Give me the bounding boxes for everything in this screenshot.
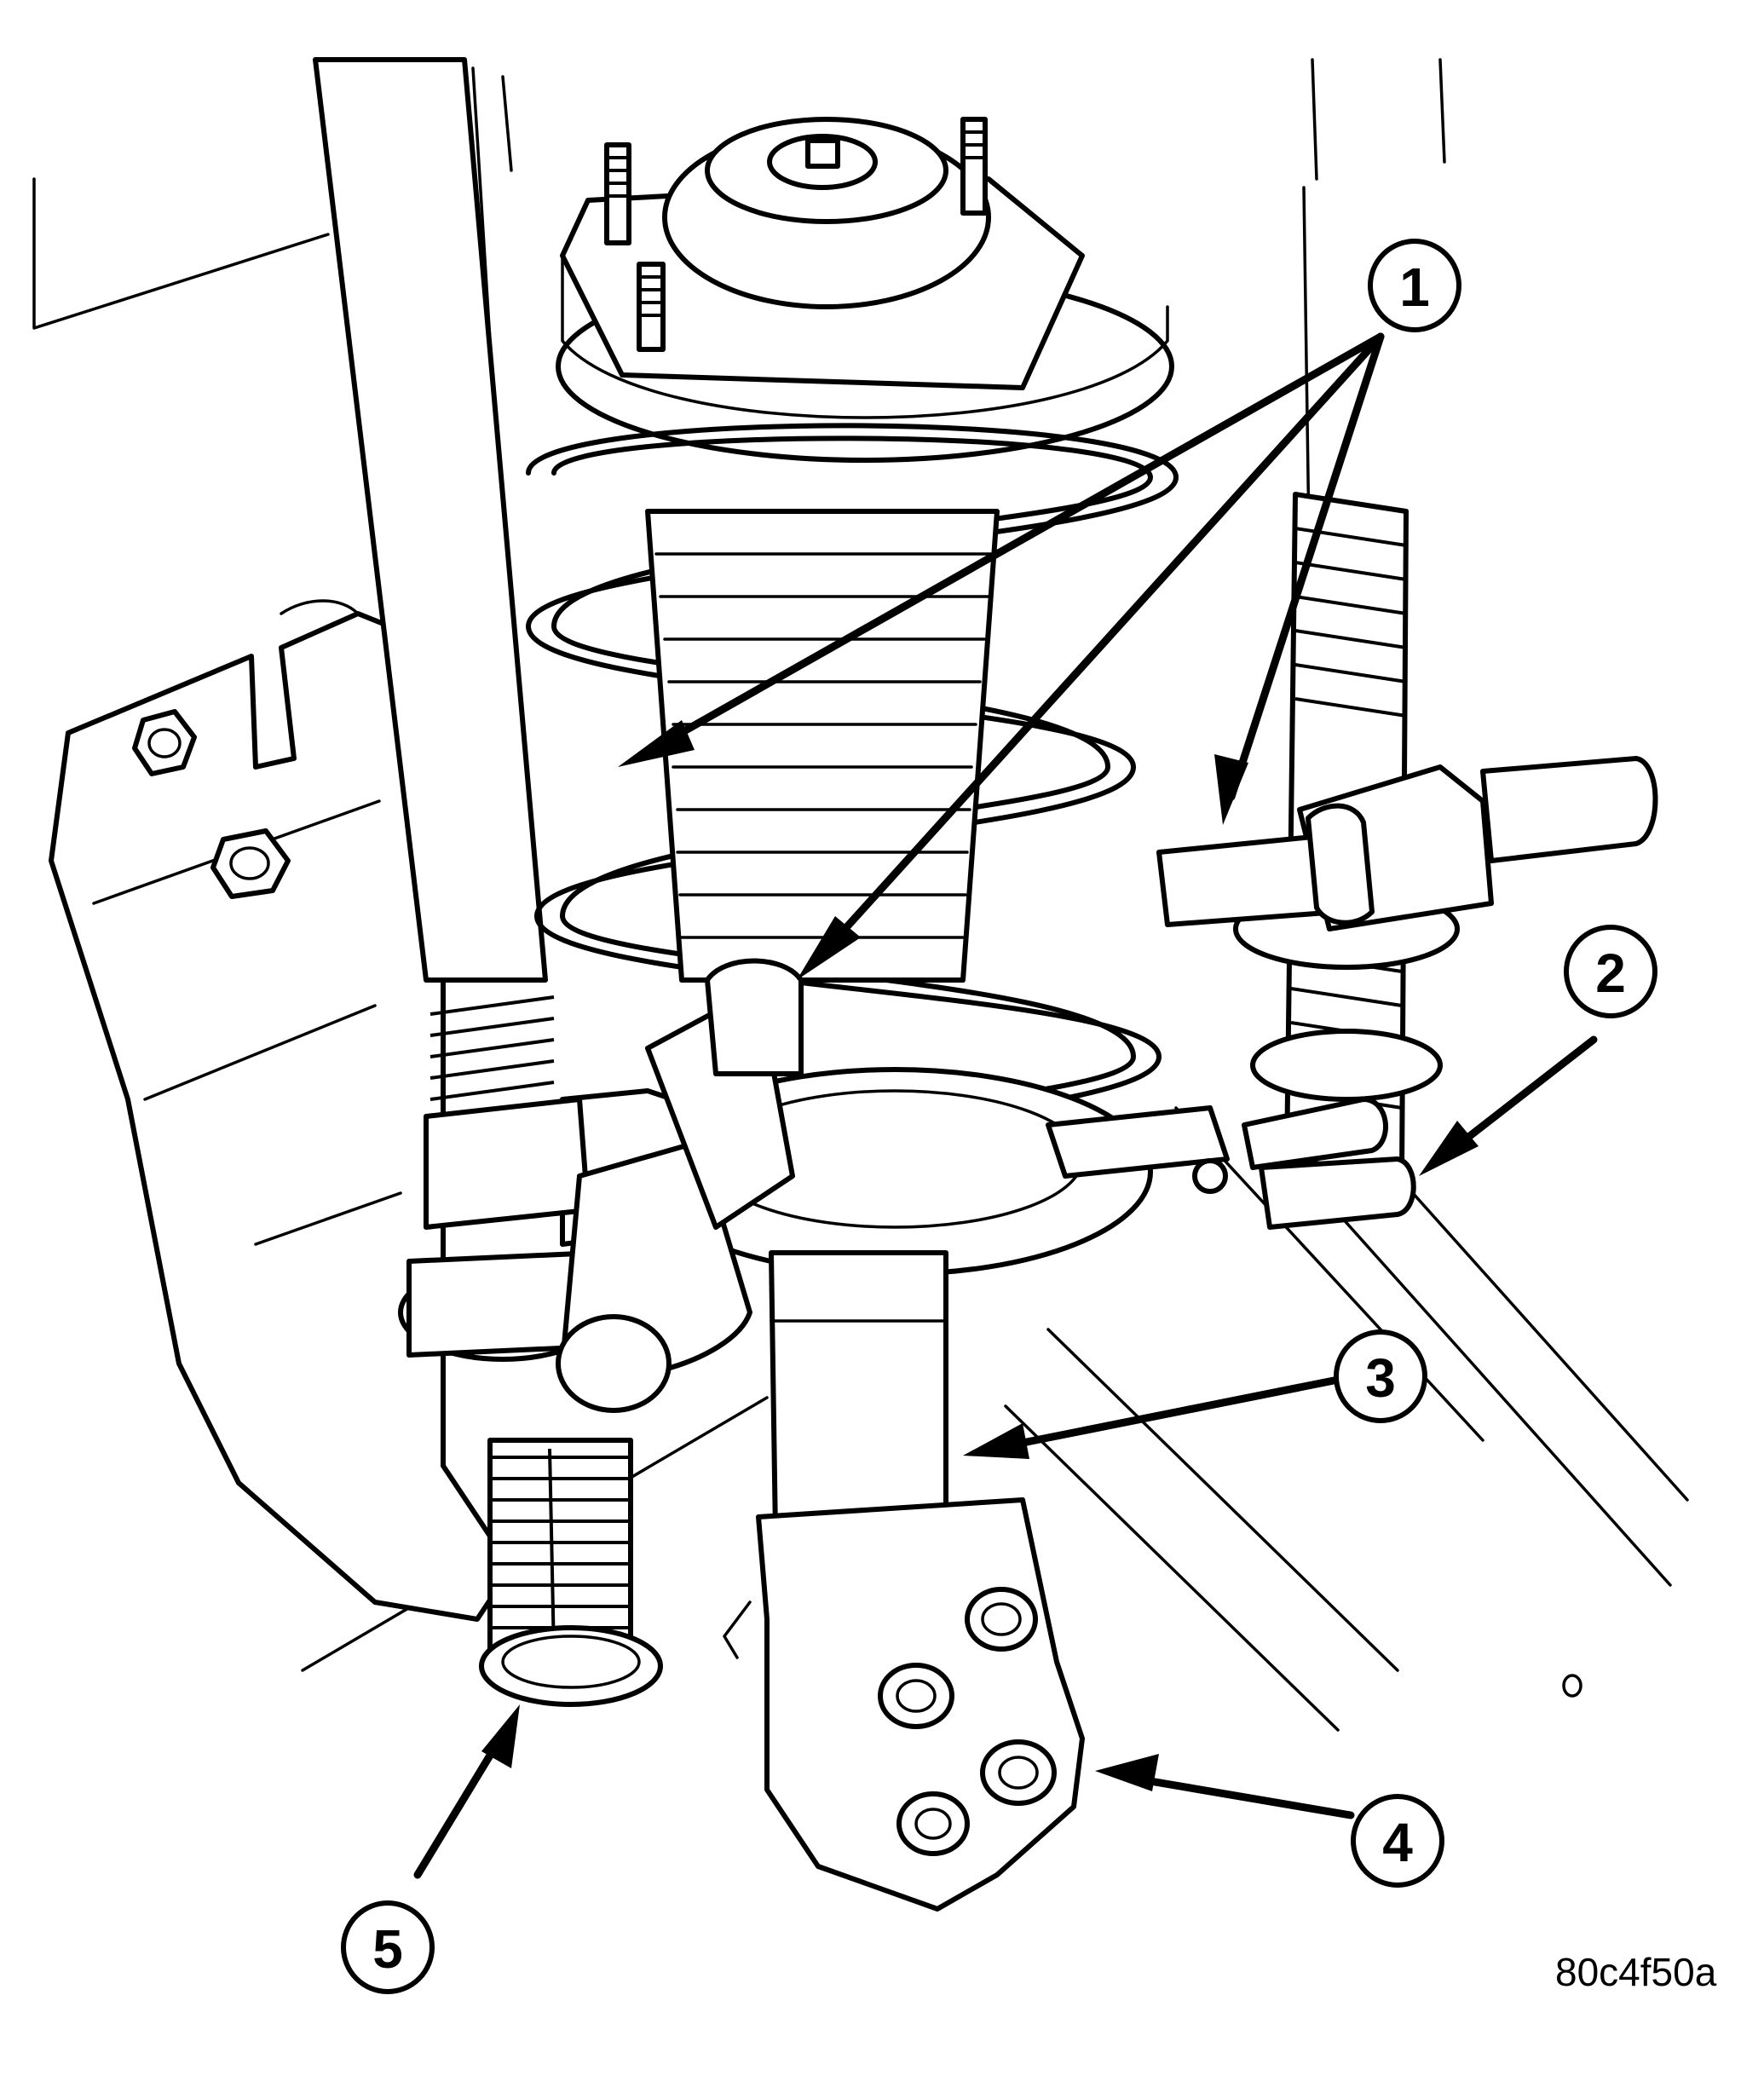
callout-5: 5 xyxy=(341,1704,520,1994)
knuckle-bolt-hole-2 xyxy=(878,1663,954,1729)
callout-3-label: 3 xyxy=(1365,1347,1396,1409)
compressor-right-rod xyxy=(1156,492,1658,1179)
strut-body xyxy=(723,1250,1085,1912)
knuckle-bolt-hole-4 xyxy=(896,1791,970,1856)
knuckle-bolt-hole-3 xyxy=(980,1739,1057,1806)
callout-4-label: 4 xyxy=(1382,1812,1413,1873)
knuckle-bolt-hole-1 xyxy=(965,1587,1038,1652)
strut-upper-mount xyxy=(556,117,1174,463)
mounting-bracket xyxy=(49,599,514,1622)
bracket-bolt-upper xyxy=(132,709,197,776)
mount-stud-center xyxy=(637,262,666,352)
compressor-post xyxy=(313,57,663,1707)
callout-4: 4 xyxy=(1095,1754,1444,1888)
figure-id: 80c4f50a xyxy=(1555,1950,1717,1994)
callout-1-label: 1 xyxy=(1399,257,1430,318)
callout-1: 1 xyxy=(618,239,1461,980)
mount-stud-left xyxy=(604,142,631,245)
callout-5-label: 5 xyxy=(372,1918,403,1980)
callout-2: 2 xyxy=(1419,925,1657,1176)
compressor-lower-jaw xyxy=(398,958,1416,1413)
bracket-bolt-lower xyxy=(210,828,291,899)
coil-spring xyxy=(526,423,1179,1196)
callout-3: 3 xyxy=(963,1329,1427,1459)
mount-stud-right xyxy=(960,117,988,216)
callout-2-label: 2 xyxy=(1595,943,1626,1004)
